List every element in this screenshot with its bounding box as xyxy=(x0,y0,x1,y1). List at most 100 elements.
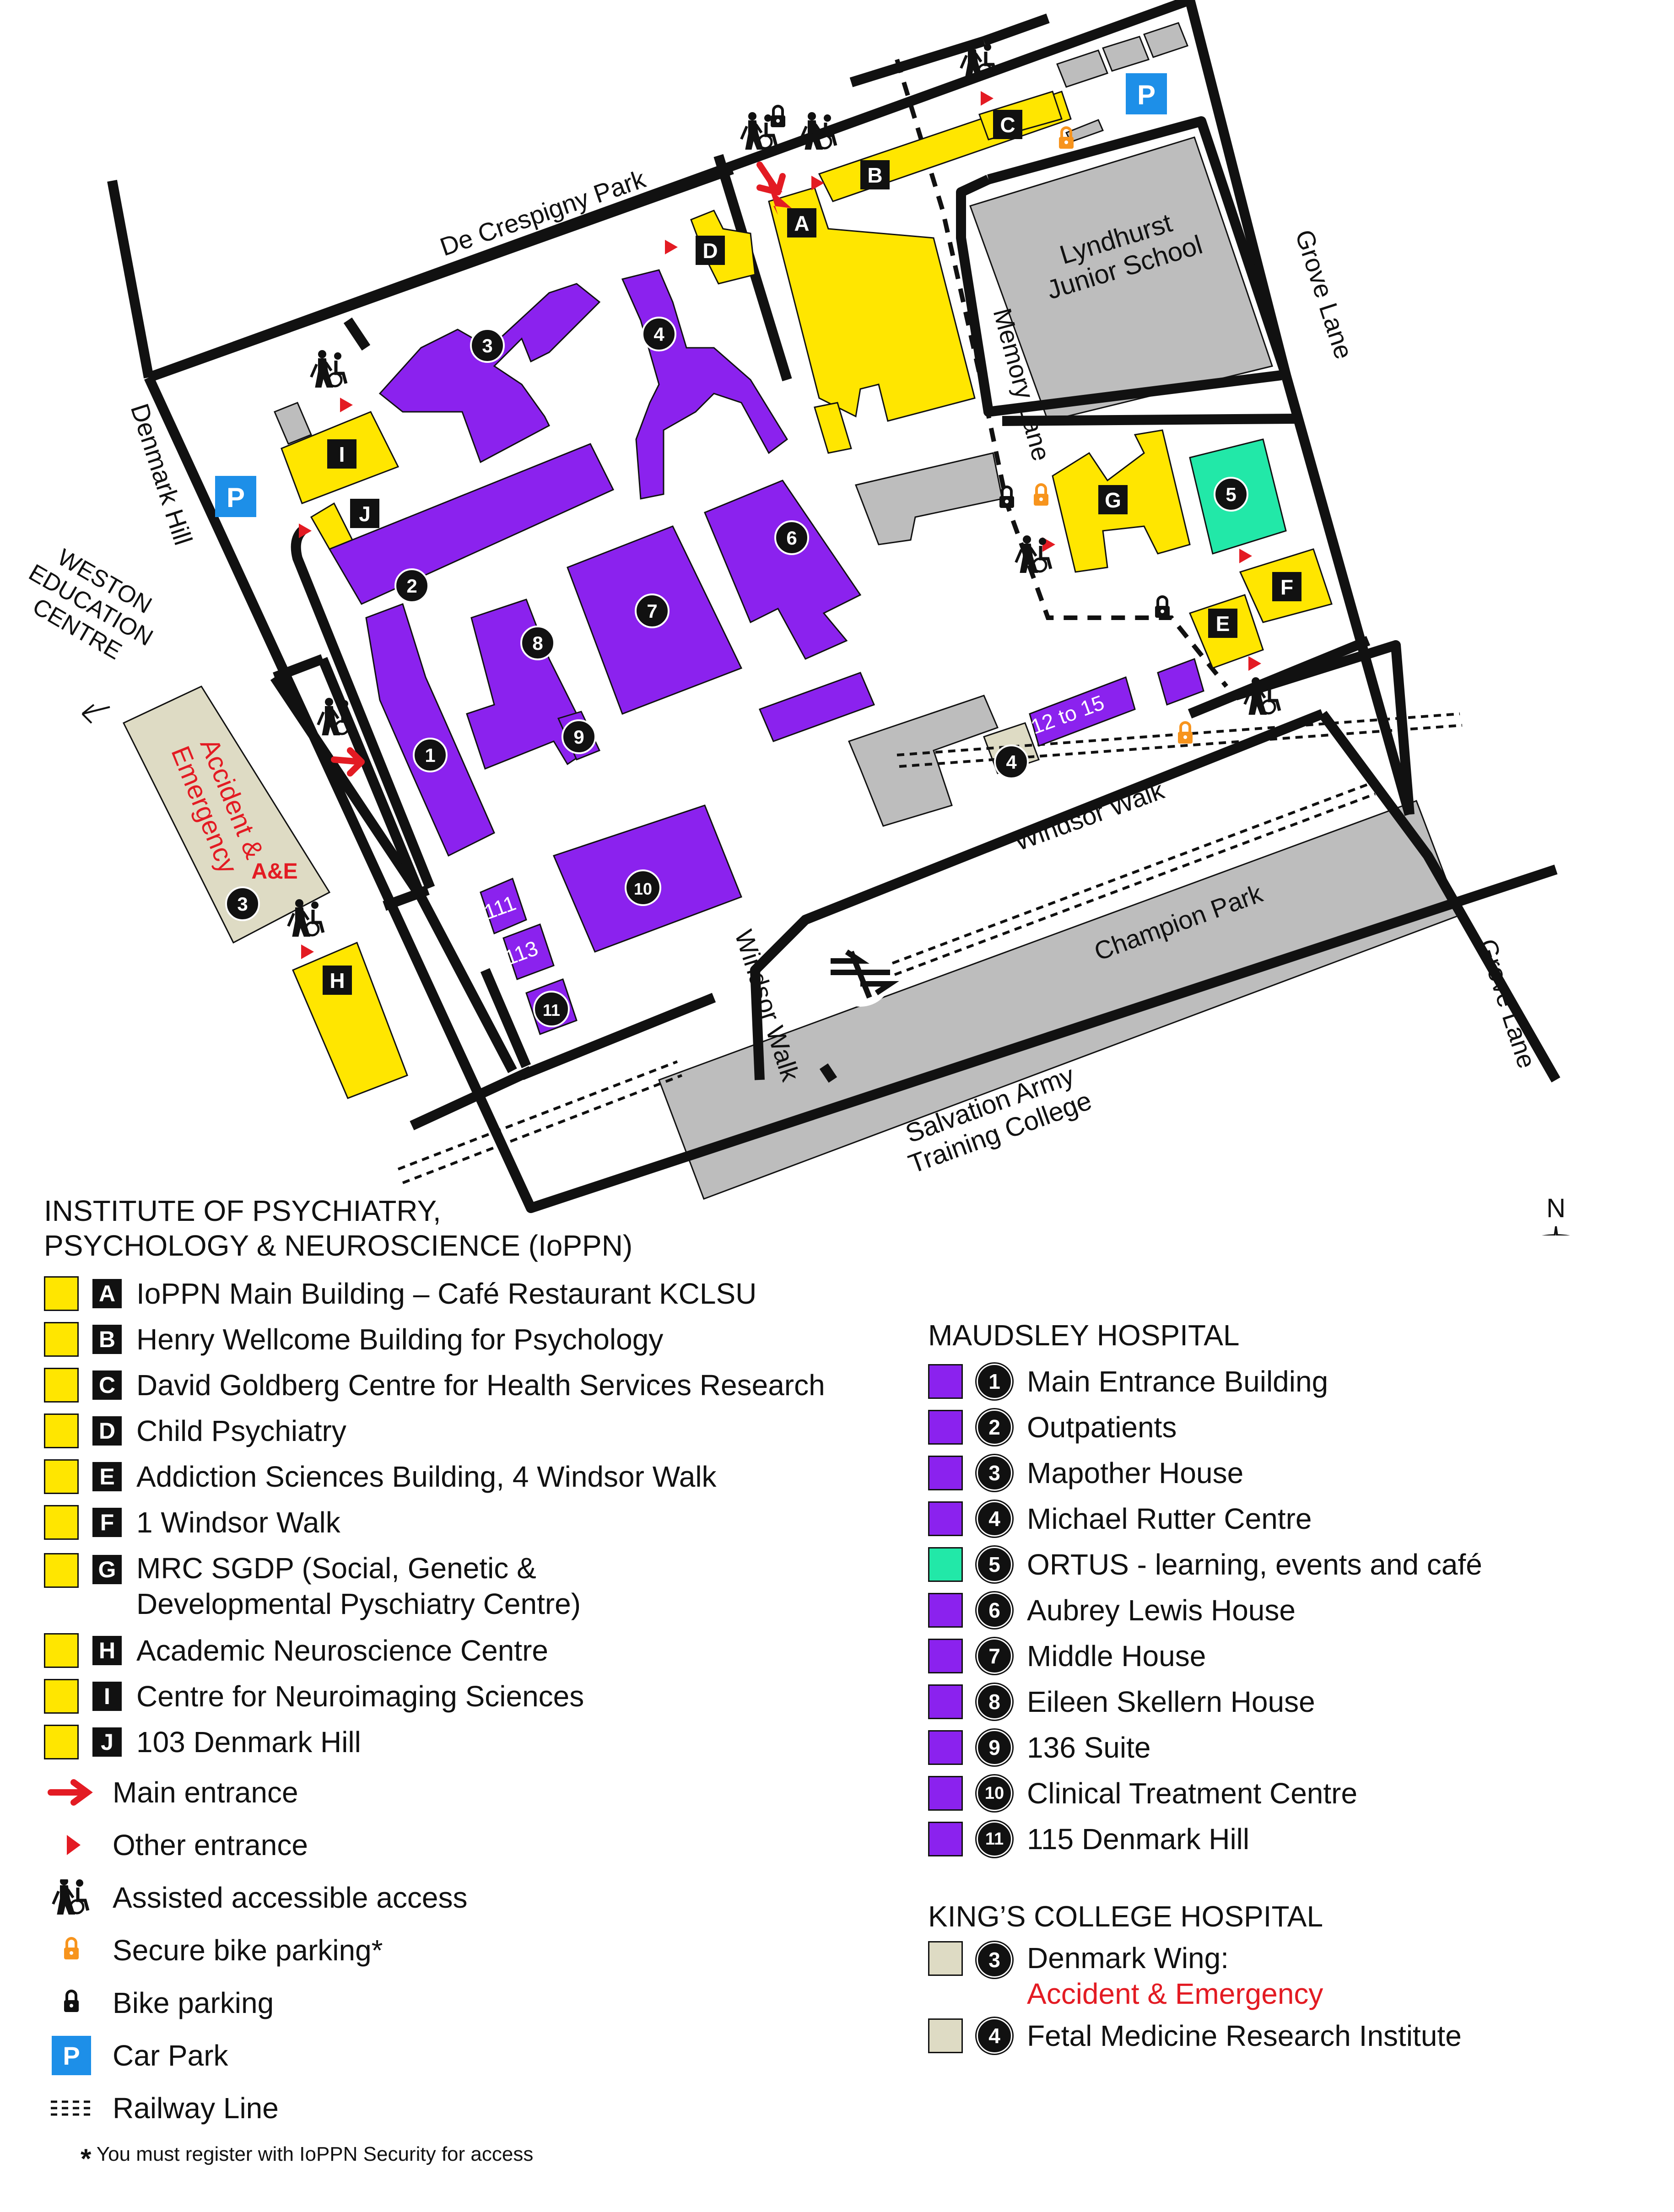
disc-11: 11 xyxy=(533,991,570,1027)
ae-short-label: A&E xyxy=(251,859,297,884)
label-j: J xyxy=(350,499,379,528)
yellow-swatch xyxy=(44,1459,79,1494)
purple-swatch xyxy=(928,1410,963,1445)
beige-swatch xyxy=(928,1941,963,1976)
svg-text:2: 2 xyxy=(406,575,417,597)
building-3 xyxy=(378,283,601,464)
key-secure-bike: Secure bike parking* xyxy=(44,1932,383,1968)
kings-ae-building xyxy=(122,685,331,944)
building-letter-labels: A B C D E F G H I J xyxy=(323,110,1301,995)
svg-text:8: 8 xyxy=(532,632,543,654)
disc-8: 8 xyxy=(520,626,555,660)
maudsley-legend-title: MAUDSLEY HOSPITAL xyxy=(928,1319,1240,1352)
svg-text:4: 4 xyxy=(1006,751,1017,773)
compass-rose-icon: N xyxy=(1542,1193,1570,1235)
building-12-15 xyxy=(1029,676,1136,747)
building-1 xyxy=(365,603,495,857)
svg-text:A: A xyxy=(794,211,809,235)
svg-text:J: J xyxy=(359,502,371,526)
disc-kings-3: 3 xyxy=(225,886,260,921)
building-h xyxy=(292,942,408,1099)
label-a: A xyxy=(787,208,816,237)
label-h: H xyxy=(323,966,352,995)
yellow-swatch xyxy=(44,1276,79,1311)
svg-text:D: D xyxy=(702,239,718,263)
purple-swatch xyxy=(928,1822,963,1856)
key-other-entrance: Other entrance xyxy=(44,1827,308,1863)
disc-1: 1 xyxy=(413,738,448,772)
yellow-swatch xyxy=(44,1725,79,1759)
purple-swatch xyxy=(928,1684,963,1719)
street-windsor-walk-upper: Windsor Walk xyxy=(1010,775,1168,856)
yellow-swatch xyxy=(44,1322,79,1357)
key-bike-parking: Bike parking xyxy=(44,1985,274,2021)
svg-text:B: B xyxy=(867,163,882,187)
svg-text:N: N xyxy=(1546,1193,1566,1223)
svg-text:7: 7 xyxy=(647,600,657,622)
roads xyxy=(107,0,1561,1213)
disc-3: 3 xyxy=(470,328,505,363)
svg-text:1: 1 xyxy=(425,745,435,766)
key-accessible-access: Assisted accessible access xyxy=(44,1880,467,1915)
accessible-access-icon xyxy=(44,1880,99,1915)
kings-legend-title: KING’S COLLEGE HOSPITAL xyxy=(928,1900,1323,1933)
purple-swatch xyxy=(928,1501,963,1536)
svg-text:11: 11 xyxy=(543,1001,560,1020)
disc-5: 5 xyxy=(1214,477,1248,512)
building-111 xyxy=(480,877,527,935)
label-e: E xyxy=(1208,609,1237,638)
green-swatch xyxy=(928,1547,963,1582)
svg-text:C: C xyxy=(1000,113,1015,137)
car-park-icon: P xyxy=(44,2036,99,2075)
svg-text:3: 3 xyxy=(482,335,492,356)
disc-10: 10 xyxy=(625,869,661,906)
yellow-swatch xyxy=(44,1505,79,1540)
purple-swatch xyxy=(928,1364,963,1399)
purple-swatch xyxy=(928,1730,963,1765)
svg-text:3: 3 xyxy=(237,893,248,915)
bike-lock-icon xyxy=(44,1985,99,2020)
label-b: B xyxy=(860,160,890,189)
purple-swatch xyxy=(928,1593,963,1628)
ioppn-legend-title: INSTITUTE OF PSYCHIATRY, PSYCHOLOGY & NE… xyxy=(44,1194,633,1262)
beige-swatch xyxy=(928,2018,963,2053)
footnote: * You must register with IoPPN Security … xyxy=(81,2143,534,2174)
building-113 xyxy=(502,923,555,980)
main-entrance-arrow-icon xyxy=(44,1775,99,1810)
disc-6: 6 xyxy=(774,520,809,555)
disc-4: 4 xyxy=(642,317,676,351)
key-railway-line: Railway Line xyxy=(44,2090,279,2126)
disc-7: 7 xyxy=(635,593,670,628)
other-entrance-triangle-icon xyxy=(44,1828,99,1862)
svg-text:9: 9 xyxy=(573,726,584,748)
purple-swatch xyxy=(928,1639,963,1673)
secure-bike-lock-icon xyxy=(44,1933,99,1968)
disc-9: 9 xyxy=(562,719,596,754)
lyndhurst-school-block xyxy=(969,136,1273,422)
label-c: C xyxy=(993,110,1022,139)
building-6 xyxy=(704,480,862,660)
weston-label: WESTON EDUCATION CENTRE xyxy=(24,544,157,665)
key-car-park: P Car Park xyxy=(44,2036,228,2075)
